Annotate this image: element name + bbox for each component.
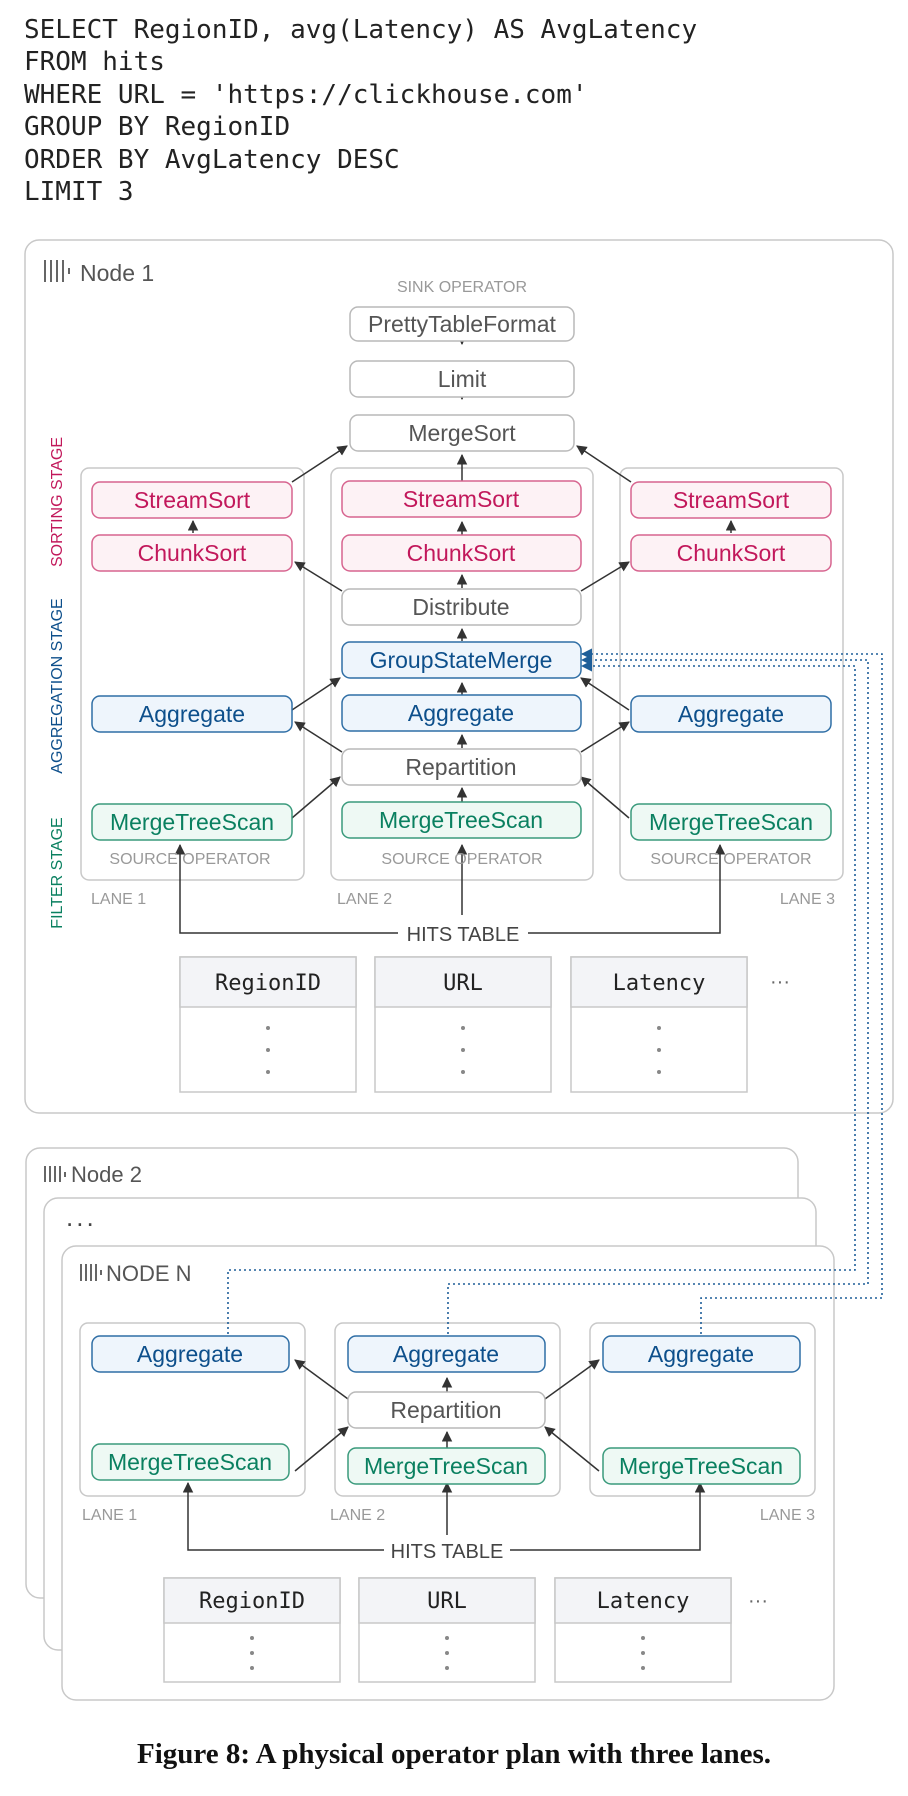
aggregate-op [347,1335,546,1373]
op-label: MergeTreeScan [379,807,543,833]
lane-1-box [80,467,305,881]
chunk-sort-op [630,534,832,572]
op-label: MergeTreeScan [619,1453,783,1479]
node-1-title: Node 1 [80,260,154,286]
source-operator-label: SOURCE OPERATOR [650,851,811,868]
sql-line: FROM hits [24,47,165,77]
more-nodes-ellipsis: ... [66,1202,97,1232]
distribute-op [341,588,582,626]
merge-tree-scan-op [91,803,293,841]
op-label: StreamSort [673,487,790,513]
source-operator-label: SOURCE OPERATOR [109,851,270,868]
column-header: URL [427,1589,467,1614]
figure-caption: Figure 8: A physical operator plan with … [137,1738,771,1770]
op-label: Aggregate [408,700,514,726]
sql-line: LIMIT 3 [24,177,134,207]
source-operator-label: SOURCE OPERATOR [381,851,542,868]
op-label: Aggregate [648,1341,754,1367]
op-label: StreamSort [134,487,251,513]
aggregation-stage-label: AGGREGATION STAGE [49,598,66,773]
server-icon [44,260,70,282]
hits-table-label: HITS TABLE [391,1541,504,1563]
repartition-op [347,1391,546,1429]
merge-tree-scan-op [602,1447,801,1485]
column-header: URL [443,971,483,996]
lane-label: LANE 1 [91,891,146,908]
sql-query: SELECT RegionID, avg(Latency) AS AvgLate… [24,15,697,207]
op-label: Aggregate [137,1341,243,1367]
op-label: Repartition [405,754,516,780]
stream-sort-op [341,480,582,518]
node-1-arrows [187,334,737,819]
sink-operator-label: SINK OPERATOR [397,279,527,296]
op-label: StreamSort [403,486,520,512]
column-header: Latency [597,1589,690,1614]
sql-line: ORDER BY AvgLatency DESC [24,145,400,175]
aggregate-op [341,694,582,732]
lane-label: LANE 3 [780,891,835,908]
merge-tree-scan-op [347,1447,546,1485]
sql-line: SELECT RegionID, avg(Latency) AS AvgLate… [24,15,697,45]
aggregate-op [91,695,293,733]
node-1-hits-lines [174,843,726,934]
more-columns-indicator: ··· [770,971,790,993]
node-n-title: NODE N [106,1261,192,1286]
lane-1-box [79,1322,306,1497]
merge-tree-scan-op [341,801,582,839]
op-label: Aggregate [678,701,784,727]
op-label: Limit [438,366,487,392]
lane-3-box [619,467,844,881]
node-n-hits-lines [182,1481,706,1551]
sorting-stage-label: SORTING STAGE [49,437,66,567]
op-label: MergeTreeScan [649,809,813,835]
lane-label: LANE 2 [330,1507,385,1524]
op-label: MergeSort [408,420,516,446]
hits-table-label: HITS TABLE [407,924,520,946]
sql-line: WHERE URL = 'https://clickhouse.com' [24,80,588,110]
node-n-arrows [294,1359,600,1535]
op-label: Aggregate [393,1341,499,1367]
filter-stage-label: FILTER STAGE [49,817,66,928]
lane-label: LANE 3 [760,1507,815,1524]
aggregate-op [91,1335,290,1373]
stream-sort-op [630,481,832,519]
op-label: ChunkSort [138,540,247,566]
operator-plan-diagram: SELECT RegionID, avg(Latency) AS AvgLate… [24,15,894,1701]
op-label: MergeTreeScan [108,1449,272,1475]
server-icon [80,1264,102,1281]
limit-op [349,360,575,398]
op-label: GroupStateMerge [370,647,553,673]
op-label: MergeTreeScan [364,1453,528,1479]
op-label: ChunkSort [407,540,516,566]
chunk-sort-op [341,534,582,572]
column-header: Latency [613,971,706,996]
remote-aggregate-links [227,648,883,1334]
lane-label: LANE 1 [82,1507,137,1524]
sql-line: GROUP BY RegionID [24,112,290,142]
hits-table-columns: RegionID URL Latency [163,1577,732,1683]
column-header: RegionID [215,971,321,996]
op-label: Distribute [412,594,509,620]
op-label: PrettyTableFormat [368,311,557,337]
op-label: MergeTreeScan [110,809,274,835]
chunk-sort-op [91,534,293,572]
hits-table-columns: RegionID URL Latency [179,956,748,1093]
stream-sort-op [91,481,293,519]
aggregate-op [602,1335,801,1373]
op-label: ChunkSort [677,540,786,566]
lane-label: LANE 2 [337,891,392,908]
node-2-title: Node 2 [71,1162,142,1187]
lane-3-box [589,1322,816,1497]
op-label: Aggregate [139,701,245,727]
server-icon [44,1166,66,1182]
pretty-table-format-op [349,306,575,342]
repartition-op [341,748,582,786]
merge-tree-scan-op [91,1443,290,1481]
aggregate-op [630,695,832,733]
merge-tree-scan-op [630,803,832,841]
more-columns-indicator: ··· [748,1590,768,1612]
merge-sort-op [349,414,575,452]
op-label: Repartition [390,1397,501,1423]
column-header: RegionID [199,1589,305,1614]
